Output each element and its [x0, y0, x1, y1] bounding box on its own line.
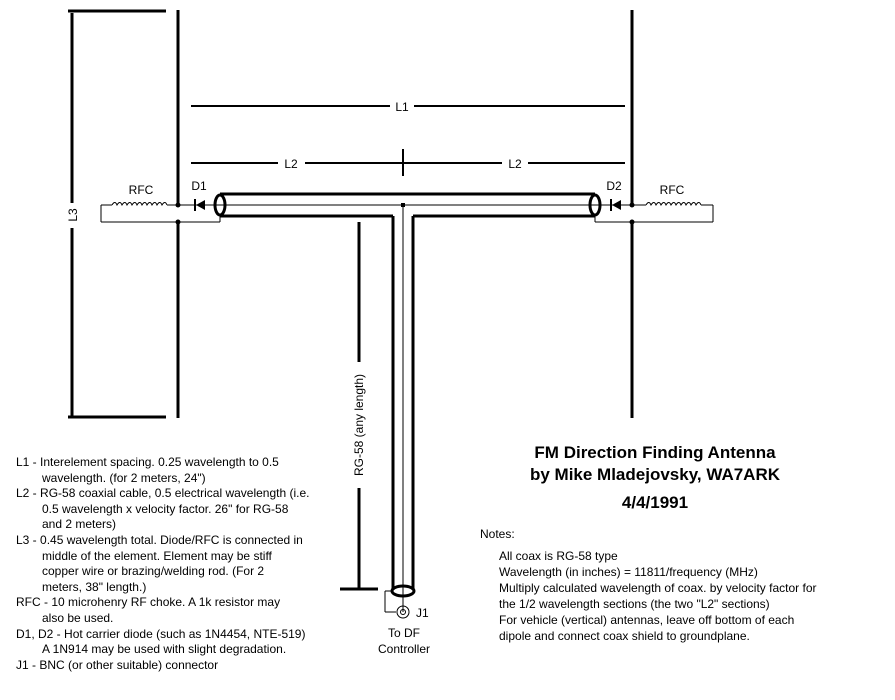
legend-key: L1 - — [16, 455, 37, 469]
legend-item-l3: L3 - 0.45 wavelength total. Diode/RFC is… — [16, 533, 376, 595]
l1-label: L1 — [395, 100, 409, 114]
legend-text: middle of the element. Element may be st… — [42, 548, 272, 563]
legend-key: D1, D2 - — [16, 626, 61, 641]
l2-dimension — [191, 149, 625, 176]
legend-text: 0.45 wavelength total. Diode/RFC is conn… — [40, 532, 303, 547]
notes-heading: Notes: — [480, 527, 515, 541]
legend-text: RG-58 coaxial cable, 0.5 electrical wave… — [40, 486, 310, 501]
legend-text: also be used. — [42, 610, 114, 625]
note-line: All coax is RG-58 type — [499, 549, 618, 563]
controller-label: Controller — [378, 642, 430, 656]
feedline-label: RG-58 (any length) — [352, 374, 366, 476]
to-df-label: To DF — [388, 626, 420, 640]
rfc-right-label: RFC — [660, 183, 685, 197]
legend-key: L2 - — [16, 486, 37, 501]
diagram-title: FM Direction Finding Antenna — [534, 443, 776, 462]
title-block: FM Direction Finding Antenna by Mike Mla… — [490, 442, 820, 514]
legend-item-j1: J1 - BNC (or other suitable) connector — [16, 658, 376, 674]
legend-item-diodes: D1, D2 - Hot carrier diode (such as 1N44… — [16, 627, 376, 658]
legend-text: and 2 meters) — [42, 517, 117, 532]
legend-text: BNC (or other suitable) connector — [39, 657, 219, 672]
legend-key: L3 - — [16, 532, 37, 547]
legend-text: Interelement spacing. 0.25 wavelength to… — [40, 455, 279, 469]
notes-section: Notes: All coax is RG-58 type Wavelength… — [480, 526, 860, 644]
l2-left-label: L2 — [284, 157, 298, 171]
legend-key: J1 - — [16, 657, 37, 672]
rfc-right — [594, 202, 714, 223]
legend-text: Hot carrier diode (such as 1N4454, NTE-5… — [64, 626, 306, 641]
legend-text: 10 microhenry RF choke. A 1k resistor ma… — [51, 595, 281, 610]
note-line: Wavelength (in inches) = 11811/frequency… — [499, 565, 758, 579]
diagram-date: 4/4/1991 — [621, 493, 689, 512]
legend-text: copper wire or brazing/welding rod. (For… — [42, 564, 265, 579]
notes-list: All coax is RG-58 type Wavelength (in in… — [480, 548, 860, 644]
rfc-left — [100, 202, 221, 223]
legend-text: wavelength. (for 2 meters, 24") — [42, 470, 206, 485]
coax-feedline — [391, 205, 415, 612]
note-line: the 1/2 wavelength sections (the two "L2… — [499, 597, 770, 611]
note-line: For vehicle (vertical) antennas, leave o… — [499, 613, 795, 627]
diode-d1 — [194, 199, 205, 211]
j1-label: J1 — [416, 606, 429, 620]
d1-label: D1 — [191, 179, 207, 193]
legend-item-rfc: RFC - 10 microhenry RF choke. A 1k resis… — [16, 595, 376, 626]
diode-d2 — [610, 199, 621, 211]
l2-right-label: L2 — [508, 157, 522, 171]
legend-text: 0.5 wavelength x velocity factor. 26" fo… — [42, 501, 289, 516]
note-line: dipole and connect coax shield to ground… — [499, 629, 750, 643]
author-line: by Mike Mladejovsky, WA7ARK — [529, 465, 781, 484]
note-line: Multiply calculated wavelength of coax. … — [499, 581, 817, 595]
l3-dimension — [68, 9, 166, 419]
legend-item-l2: L2 - RG-58 coaxial cable, 0.5 electrical… — [16, 486, 376, 533]
legend-item-l1: L1 - Interelement spacing. 0.25 waveleng… — [16, 455, 376, 486]
l3-label: L3 — [66, 208, 80, 222]
parts-legend: L1 - Interelement spacing. 0.25 waveleng… — [16, 455, 376, 673]
legend-text: A 1N914 may be used with slight degradat… — [42, 642, 287, 657]
feedline-dimension — [340, 222, 378, 591]
d2-label: D2 — [606, 179, 622, 193]
rfc-left-label: RFC — [129, 183, 154, 197]
j1-connector — [384, 590, 410, 619]
legend-text: meters, 38" length.) — [42, 579, 147, 594]
legend-key: RFC - — [16, 595, 48, 610]
